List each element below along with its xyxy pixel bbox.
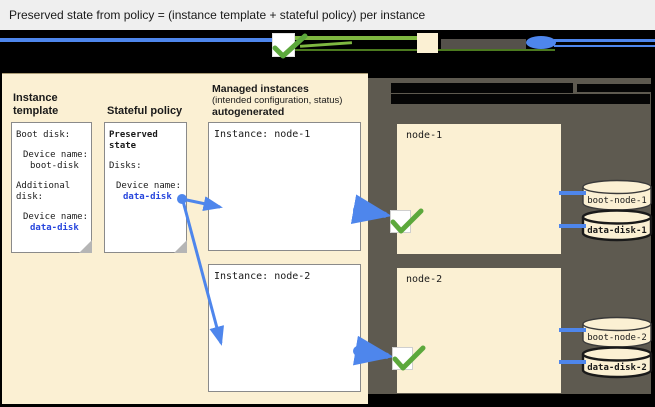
- legend-blue-line-left: [0, 38, 273, 42]
- legend-green-arrow: [294, 36, 418, 40]
- stateful-policy-doc: Preserved state Disks: Device name: data…: [104, 122, 187, 253]
- vm-title: node-1: [406, 130, 443, 141]
- disk-cylinder-boot-node-1: boot-node-1: [582, 179, 652, 211]
- disk-cylinder-data-disk-2: data-disk-2: [581, 346, 653, 379]
- page-fold-icon: [79, 240, 92, 253]
- disk-label: data-disk-1: [587, 225, 647, 236]
- redacted-heading-bar: [391, 94, 650, 104]
- instance-title: Instance: node-1: [214, 129, 311, 140]
- vm1-checkbox: [390, 210, 411, 233]
- legend-green-underline: [272, 49, 555, 51]
- data-disk-value: data-disk: [30, 223, 79, 233]
- page-fold-icon: [174, 240, 187, 253]
- instance-template-heading: Instance template: [13, 92, 59, 117]
- legend-redacted-text: [441, 39, 526, 49]
- boot-disk-label: Boot disk:: [16, 130, 71, 140]
- device-name-label: Device name:: [23, 212, 89, 222]
- legend-checkbox: [272, 33, 295, 57]
- legend-disk-oval-icon: [526, 36, 556, 49]
- vm2-checkbox: [392, 347, 413, 370]
- redacted-heading-bar: [577, 84, 651, 92]
- data-disk-value: data-disk: [123, 192, 172, 202]
- legend-blue-line-right-2: [554, 45, 655, 47]
- managed-instances-heading: Managed instances: [212, 83, 309, 95]
- device-name-label: Device name:: [23, 150, 89, 160]
- disk-label: data-disk-2: [587, 362, 647, 373]
- boot-disk-value: boot-disk: [30, 161, 79, 171]
- vm-node-2: node-2: [397, 268, 561, 393]
- managed-instances-autogenerated: autogenerated: [212, 106, 285, 118]
- vm-title: node-2: [406, 274, 443, 285]
- title-bar: Preserved state from policy = (instance …: [0, 0, 655, 30]
- legend-template-swatch: [417, 33, 438, 53]
- legend-blue-line-right: [554, 39, 655, 42]
- device-name-label: Device name:: [116, 181, 182, 191]
- vm-node-1: node-1: [397, 124, 561, 254]
- managed-instances-subheading: (intended configuration, status): [212, 95, 343, 106]
- page-title: Preserved state from policy = (instance …: [9, 8, 426, 22]
- managed-instance-node-1: Instance: node-1: [208, 122, 361, 251]
- instance-template-doc: Boot disk: Device name: boot-disk Additi…: [11, 122, 92, 253]
- legend-green-arrow-tail: [299, 41, 353, 48]
- instance-title: Instance: node-2: [214, 271, 311, 282]
- stateful-policy-heading: Stateful policy: [107, 105, 183, 117]
- redacted-heading-bar: [391, 83, 573, 93]
- additional-disk-label: Additional disk:: [16, 181, 71, 202]
- disk-cylinder-data-disk-1: data-disk-1: [581, 209, 653, 242]
- disk-label: boot-node-2: [587, 333, 647, 343]
- disks-label: Disks:: [109, 161, 142, 171]
- disk-cylinder-boot-node-2: boot-node-2: [582, 316, 652, 348]
- disk-label: boot-node-1: [587, 196, 647, 206]
- preserved-state-label: Preserved state: [109, 130, 158, 151]
- managed-instance-node-2: Instance: node-2: [208, 264, 361, 392]
